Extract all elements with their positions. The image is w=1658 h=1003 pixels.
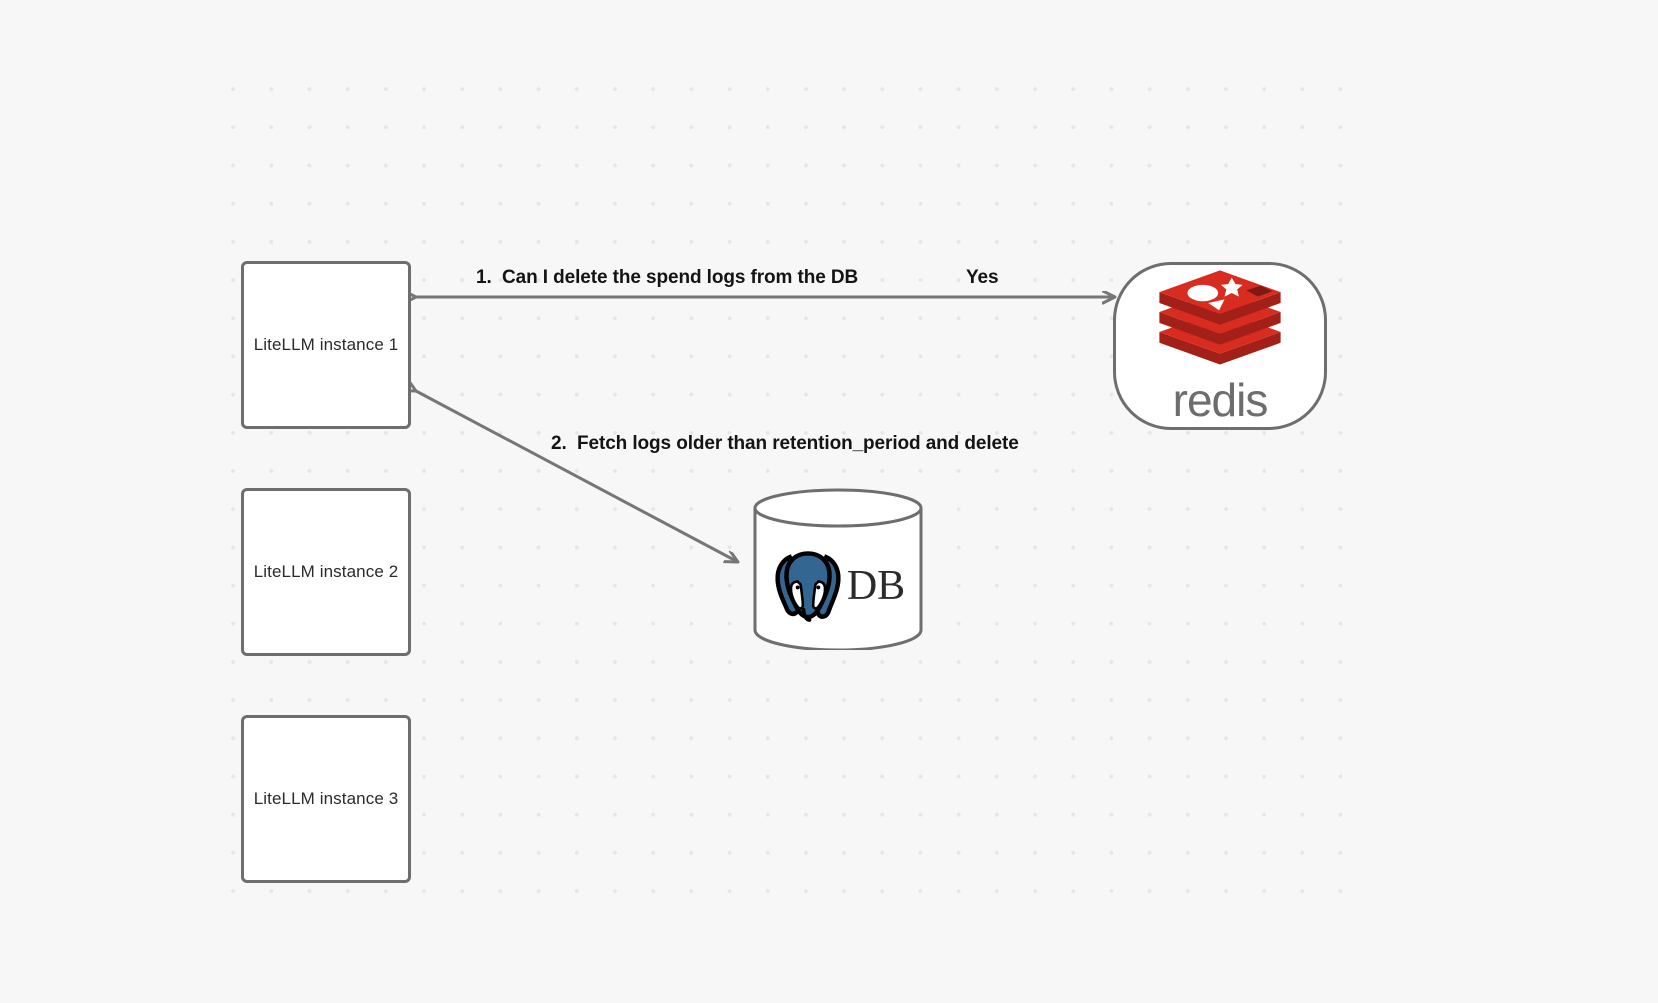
edge-litellm1-to-database [416, 391, 738, 562]
node-redis[interactable]: redis [1113, 262, 1327, 430]
node-database[interactable]: DB [752, 488, 924, 650]
edge-1-label: 1. Can I delete the spend logs from the … [476, 267, 859, 288]
node-label: LiteLLM instance 1 [253, 335, 399, 354]
database-label: DB [846, 563, 906, 609]
postgresql-elephant-icon [775, 551, 841, 622]
node-label: LiteLLM instance 3 [253, 789, 399, 808]
redis-logo-icon [1159, 270, 1281, 365]
node-litellm-instance-2[interactable]: LiteLLM instance 2 [241, 488, 411, 656]
redis-wordmark: redis [1172, 374, 1269, 426]
node-litellm-instance-3[interactable]: LiteLLM instance 3 [241, 715, 411, 883]
edge-2-label: 2. Fetch logs older than retention_perio… [551, 433, 1019, 454]
node-litellm-instance-1[interactable]: LiteLLM instance 1 [241, 261, 411, 429]
edge-1-reply-label: Yes [966, 267, 999, 288]
database-logo-group: DB [752, 536, 924, 636]
node-label: LiteLLM instance 2 [253, 562, 399, 581]
